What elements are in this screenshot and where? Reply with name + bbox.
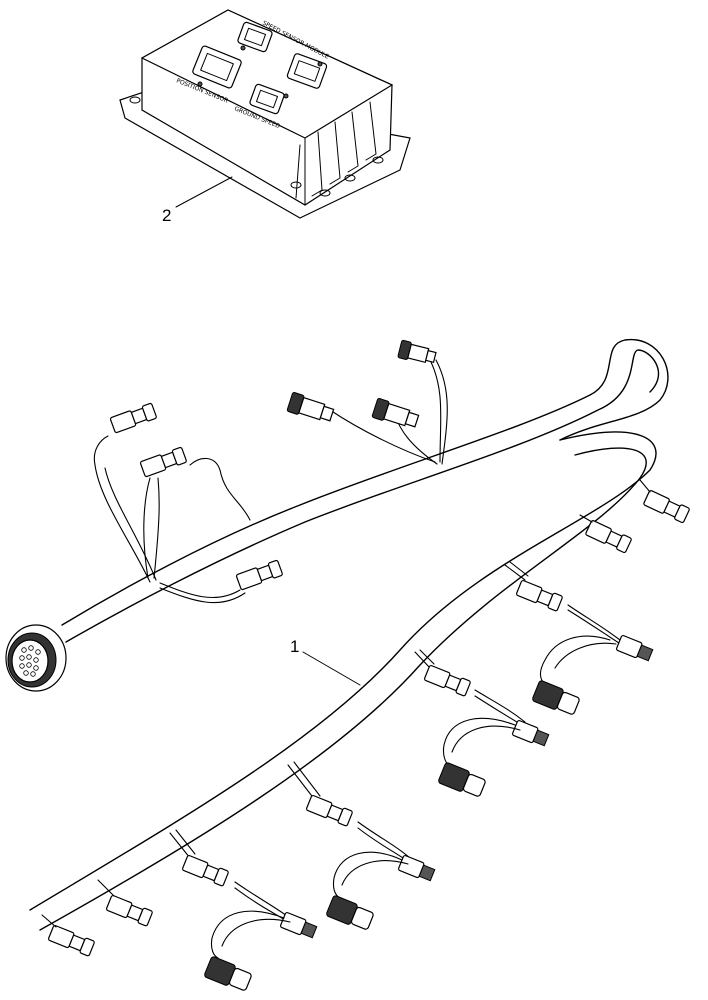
- module-connector-left: [192, 45, 242, 89]
- pigtail-wire: [429, 359, 442, 463]
- sensor-branch: [504, 561, 654, 715]
- harness-trunk-lower: [29, 431, 657, 911]
- connector-dt: [109, 402, 157, 434]
- pigtail-wire: [41, 914, 57, 928]
- connector-dt: [371, 398, 420, 428]
- pigtail-wire: [159, 587, 246, 604]
- sensor-branch: [169, 829, 318, 991]
- pigtail-wire: [93, 435, 151, 583]
- connector-dt: [397, 339, 437, 364]
- pigtail-wire: [435, 359, 448, 465]
- speed-sensor-module: SPEED SENSOR MODULE POSITION SENSOR GROU…: [119, 9, 411, 219]
- sensor-branch: [414, 649, 550, 797]
- harness-trunk-upper: [61, 339, 669, 626]
- pigtail-wire: [143, 477, 151, 579]
- callout-1: 1: [290, 637, 299, 656]
- pigtail-wire: [189, 457, 251, 521]
- connector-dt: [139, 446, 187, 478]
- sensor-branch: [287, 761, 436, 930]
- module-ribs: [295, 101, 377, 199]
- callout-1-leader: [302, 651, 361, 686]
- flange-holes: [129, 96, 384, 197]
- pigtail-wire: [579, 514, 593, 523]
- harness-trunk-upper-2: [65, 349, 660, 643]
- callout-2: 2: [162, 206, 171, 225]
- pigtail-wire: [97, 879, 115, 897]
- connector-dt: [106, 895, 153, 927]
- module-top-face: [140, 9, 394, 139]
- pigtail-wire: [153, 477, 160, 579]
- connector-dt: [48, 925, 95, 957]
- connector-dt: [585, 520, 632, 554]
- connector-dt: [643, 490, 690, 524]
- connector-dt: [235, 559, 283, 591]
- pigtail-wire: [329, 409, 436, 463]
- harness-trunk-lower-2: [39, 447, 647, 931]
- connector-dt: [286, 392, 335, 422]
- module-connector-right: [286, 53, 328, 89]
- callout-2-leader: [175, 176, 233, 208]
- module-connector-top: [237, 21, 273, 53]
- wire-harness: [5, 339, 690, 991]
- module-connector-bottom: [249, 83, 289, 115]
- pigtail-wire: [159, 582, 241, 599]
- pigtail-wire: [639, 479, 651, 493]
- circular-connector: [5, 624, 67, 692]
- pigtail-wire: [104, 467, 157, 581]
